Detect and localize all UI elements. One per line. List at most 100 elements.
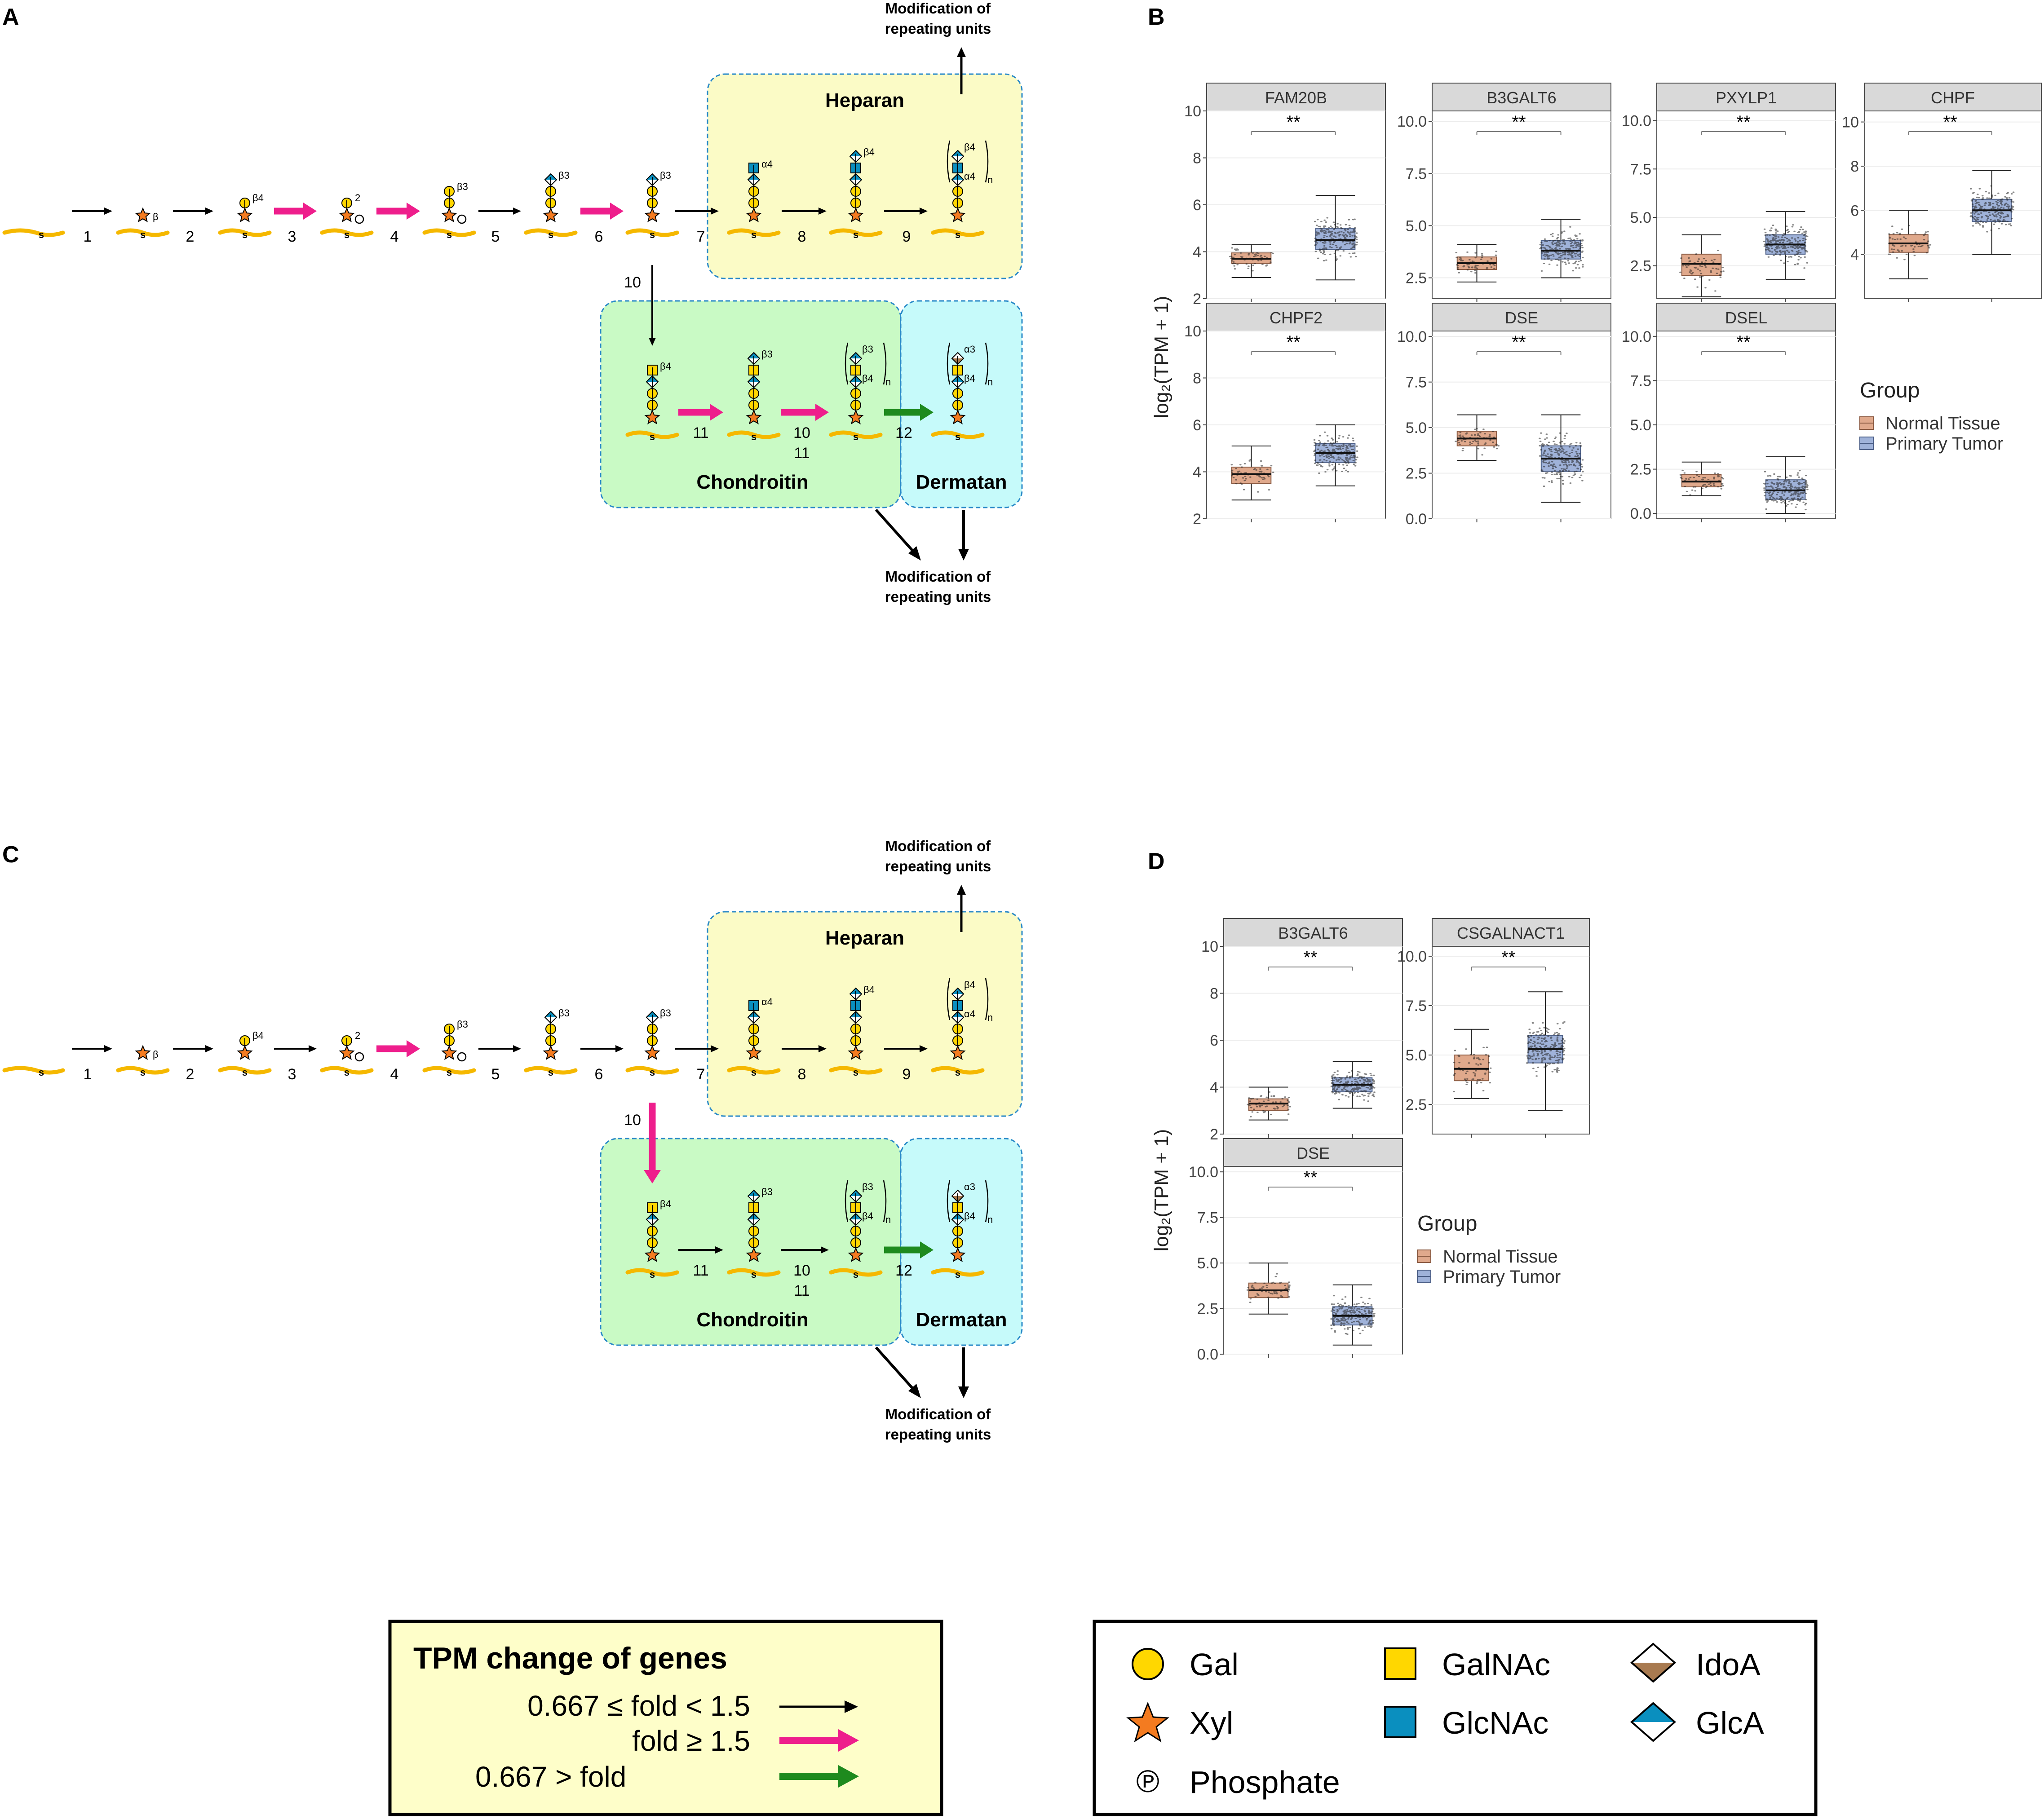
serine-label: s	[853, 431, 858, 442]
box-normal	[1454, 1055, 1489, 1082]
xyl-icon	[644, 409, 660, 425]
phosphate-icon	[354, 214, 364, 224]
xyl-icon	[644, 1045, 660, 1060]
step-number: 11	[693, 424, 708, 442]
symbol-legend: Gal Xyl ℗ Phosphate GalNAc GlcNAc IdoA G…	[1093, 1620, 1818, 1816]
arrowhead	[818, 208, 827, 215]
jitter-points	[1763, 470, 1809, 511]
y-tick-label: 10.0	[1397, 328, 1427, 345]
repeat-bracket-right	[985, 342, 989, 385]
glca-icon-top	[545, 174, 557, 180]
y-tick-label: 10.0	[1622, 113, 1651, 130]
xyl-icon	[746, 207, 762, 223]
plot-panel	[1432, 110, 1611, 299]
arrowhead	[908, 546, 921, 561]
tpm-legend-box	[388, 1620, 943, 1816]
step-number: 6	[595, 1066, 603, 1083]
dermatan-label: Dermatan	[916, 1309, 1007, 1331]
y-tick-label: 5.0	[1630, 417, 1651, 434]
y-tick-label: 7.5	[1406, 374, 1427, 391]
serine-label: s	[39, 1067, 44, 1078]
arrowhead	[821, 1246, 829, 1254]
box-normal	[1681, 253, 1722, 276]
significance-marker: **	[1303, 1168, 1317, 1188]
arrowhead	[513, 208, 521, 215]
arrowhead	[104, 1045, 112, 1052]
glca-icon-top	[850, 353, 862, 358]
dermatan-label: Dermatan	[916, 471, 1007, 493]
xyl-icon	[950, 409, 966, 425]
y-tick-label: 4	[1193, 464, 1201, 481]
group-legend-title: Group	[1417, 1212, 1477, 1236]
linkage-label: β4	[964, 979, 975, 990]
serine-label: s	[140, 229, 146, 240]
significance-marker: **	[1512, 332, 1526, 352]
plot-panel	[1432, 331, 1611, 519]
xyl-icon	[848, 1247, 864, 1263]
facet-title: CHPF	[1931, 88, 1975, 107]
step-number: 10	[793, 424, 810, 442]
facet-title: B3GALT6	[1278, 924, 1348, 942]
gal-icon	[1132, 1648, 1164, 1680]
step-number: 9	[903, 1066, 911, 1083]
step-number: 8	[798, 228, 806, 245]
legend-glca: GlcA	[1696, 1705, 1764, 1740]
panel-label-d: D	[1148, 848, 1165, 874]
linker-region	[116, 228, 170, 237]
repeat-bracket-left	[947, 978, 951, 1020]
serine-label: s	[140, 1067, 146, 1078]
repeat-subscript: n	[987, 376, 993, 388]
legend-idoa: IdoA	[1696, 1647, 1761, 1682]
y-tick-label: 6	[1193, 417, 1201, 434]
tpm-row-unchanged: 0.667 ≤ fold < 1.5	[527, 1690, 750, 1722]
serine-label: s	[242, 229, 248, 240]
significance-marker: **	[1512, 112, 1526, 132]
tpm-row-up: fold ≥ 1.5	[632, 1725, 750, 1757]
y-tick-label: 10.0	[1397, 113, 1427, 130]
linkage-label: β4	[660, 1198, 671, 1210]
phosphate-icon	[457, 1052, 467, 1062]
symbol-legend-box	[1093, 1620, 1818, 1816]
xyl-icon	[237, 1045, 253, 1060]
significance-marker: **	[1501, 948, 1515, 967]
y-tick-label: 2	[1193, 511, 1201, 528]
serine-label: s	[447, 229, 452, 240]
linkage-label: α3	[964, 344, 975, 355]
arrowhead	[407, 1040, 420, 1057]
modification-label-bottom: Modification of	[885, 568, 991, 585]
linker-region	[829, 430, 883, 439]
serine-label: s	[955, 229, 960, 240]
arrowhead	[815, 404, 829, 421]
serine-label: s	[751, 229, 757, 240]
linkage-label: β3	[761, 1186, 773, 1197]
arrowhead	[715, 1246, 723, 1254]
repeat-subscript: n	[987, 1012, 993, 1023]
arrowhead	[104, 208, 112, 215]
serine-label: s	[447, 1067, 452, 1078]
linkage-label: β3	[660, 1007, 671, 1019]
legend-gal: Gal	[1190, 1647, 1239, 1682]
repeat-bracket-left	[845, 1180, 849, 1223]
arrowhead	[920, 208, 928, 215]
tpm-row-down: 0.667 > fold	[475, 1761, 626, 1793]
arrowhead	[309, 1045, 317, 1052]
y-tick-label: 8	[1850, 158, 1859, 175]
linker-region	[931, 430, 985, 439]
xyl-icon	[441, 207, 457, 223]
glca-icon-top	[646, 1011, 658, 1017]
linkage-label: β4	[964, 141, 975, 153]
panel-label-b: B	[1148, 4, 1165, 30]
arrowhead	[711, 1045, 719, 1052]
arrowhead	[615, 1045, 624, 1052]
linkage-label: β3	[457, 1019, 468, 1030]
arrowhead	[205, 208, 213, 215]
linker-region	[2, 1066, 65, 1075]
linkage-label: β4	[660, 361, 671, 372]
xyl-icon	[339, 207, 355, 223]
facet-title: B3GALT6	[1487, 88, 1556, 107]
linker-region	[727, 228, 781, 237]
xyl-icon	[848, 1045, 864, 1060]
modification-label-bottom: Modification of	[885, 1406, 991, 1422]
